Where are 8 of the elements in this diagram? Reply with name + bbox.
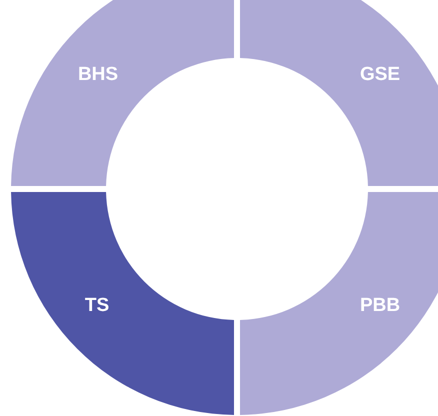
ring-segment <box>240 0 438 186</box>
segment-label: GSE <box>360 64 400 86</box>
ring-segment <box>11 192 234 415</box>
segment-label: BHS <box>78 64 118 86</box>
ring-segment <box>11 0 234 186</box>
segment-label: PBB <box>360 295 400 317</box>
segment-label: TS <box>84 295 110 317</box>
ring-segment <box>240 192 438 415</box>
